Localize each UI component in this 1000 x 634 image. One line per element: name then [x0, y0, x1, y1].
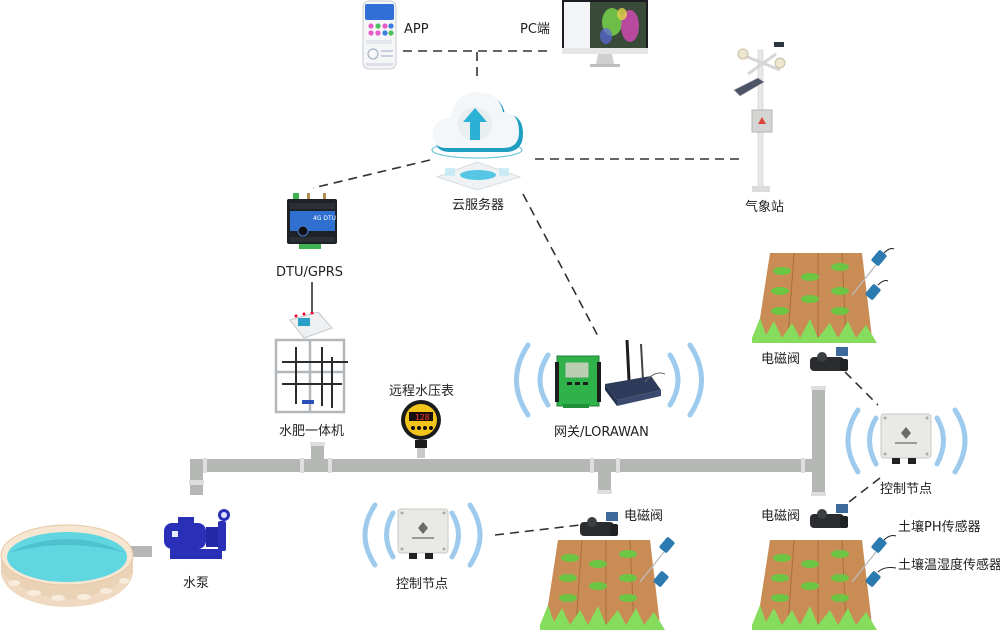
soil-ph-sensor-probe [851, 551, 877, 583]
pressure-gauge-node: 128 [398, 400, 444, 462]
pump-label: 水泵 [183, 576, 210, 591]
solenoid-valve-icon [810, 504, 848, 528]
ph-sensor-label: 土壤PH传感器 [898, 520, 981, 535]
smartphone-icon [362, 0, 397, 70]
dtu-node: 4G DTU [285, 193, 340, 253]
water-pool-icon [0, 524, 134, 607]
dtu-label: DTU/GPRS [276, 265, 344, 280]
signal-waves-node-right [845, 407, 968, 475]
pressure-gauge-icon: 128 [401, 400, 441, 458]
valve-bottom-right [808, 502, 852, 532]
fertigation-label: 水肥一体机 [279, 424, 345, 439]
app-label: APP [404, 22, 429, 37]
gateway-router-icon [555, 339, 666, 408]
solenoid-valve-icon [810, 347, 848, 371]
control-node-bottom-label: 控制节点 [396, 577, 449, 592]
connector-cloud-dtu [312, 159, 431, 189]
control-node-right [880, 413, 932, 465]
app-node [362, 0, 397, 70]
gateway-label: 网关/LORAWAN [554, 425, 649, 440]
fertigation-machine-icon [274, 311, 348, 414]
signal-waves-node-bottom [362, 502, 483, 568]
cloud-label: 云服务器 [452, 198, 505, 213]
field-top-right [752, 243, 902, 343]
control-node-right-label: 控制节点 [880, 482, 933, 497]
weather-station-label: 气象站 [745, 200, 785, 215]
valve-bottom-right-label: 电磁阀 [761, 509, 801, 524]
soil-ph-sensor-icon [871, 537, 887, 553]
desktop-monitor-icon [562, 0, 648, 67]
gateway-node [555, 339, 666, 412]
control-node-bottom [397, 508, 449, 560]
pool-node [0, 515, 135, 610]
crop-field-icon [752, 248, 895, 343]
connector-node-valve-topright [844, 371, 879, 406]
crop-field-icon [752, 535, 897, 630]
valve-top-right-label: 电磁阀 [761, 352, 801, 367]
field-bottom-right [752, 530, 902, 630]
water-pump-icon [164, 509, 230, 559]
crop-field-icon [540, 537, 675, 630]
valve-bottom [578, 510, 622, 540]
moisture-sensor-label: 土壤温湿度传感器 [898, 558, 1000, 573]
cloud-upload-icon [431, 92, 523, 191]
control-node-box-icon [397, 508, 449, 559]
pc-node [562, 0, 648, 70]
weather-station-node [730, 40, 790, 200]
valve-top-right [808, 345, 852, 375]
pressure-gauge-label: 远程水压表 [389, 384, 455, 399]
control-node-box-icon [880, 413, 932, 464]
pipe-network [96, 386, 826, 568]
pc-label: PC端 [520, 22, 550, 37]
fertigation-node [272, 311, 354, 420]
pump-node [160, 505, 240, 567]
connector-node-valve-bottomright [844, 477, 881, 506]
soil-moisture-sensor-icon [865, 571, 881, 587]
signal-waves-gateway [514, 342, 704, 418]
weather-station-icon [733, 42, 786, 192]
cloud-node [425, 82, 530, 192]
valve-bottom-label: 电磁阀 [624, 509, 664, 524]
solenoid-valve-icon [580, 512, 618, 536]
field-bottom-center [540, 530, 690, 630]
dtu-device-text: 4G DTU [313, 215, 336, 222]
connector-cloud-gateway [522, 193, 601, 341]
gauge-reading: 128 [415, 413, 430, 422]
dtu-module-icon: 4G DTU [287, 193, 337, 249]
